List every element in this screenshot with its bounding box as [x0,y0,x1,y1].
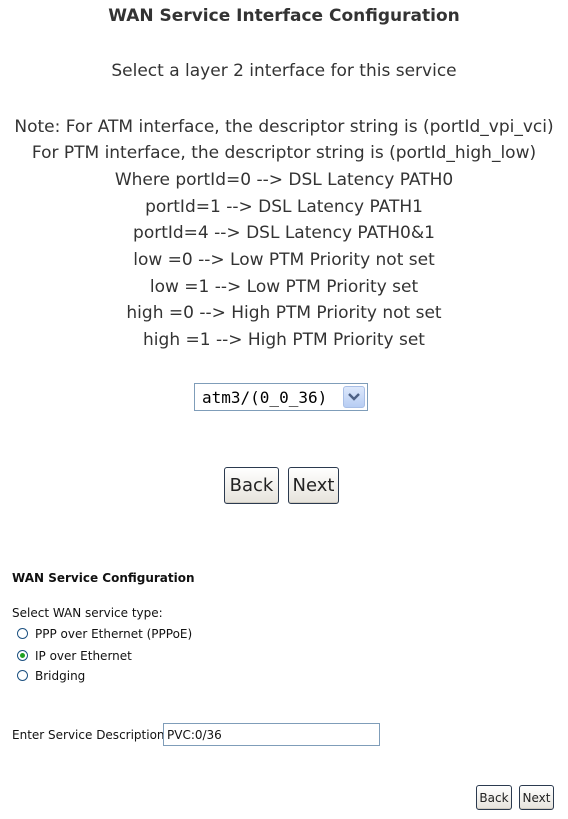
service-heading: WAN Service Configuration [12,571,195,585]
note-line: low =1 --> Low PTM Priority set [149,277,419,297]
service-type-label: Select WAN service type: [12,606,163,620]
note-line: For PTM interface, the descriptor string… [31,143,537,163]
note-line: low =0 --> Low PTM Priority not set [133,250,435,270]
note-line: Note: For ATM interface, the descriptor … [14,117,554,137]
page-subtitle: Select a layer 2 interface for this serv… [111,61,457,81]
next-button-bottom[interactable]: Next [519,785,554,810]
radio-pppoe[interactable] [17,628,28,639]
interface-select-value: atm3/(0_0_36) [202,387,328,407]
back-button[interactable]: Back [224,467,279,504]
radio-bridging-label[interactable]: Bridging [35,669,86,683]
radio-bridging[interactable] [17,670,28,681]
radio-pppoe-label[interactable]: PPP over Ethernet (PPPoE) [35,627,193,641]
next-button[interactable]: Next [288,467,339,504]
chevron-down-icon[interactable] [343,386,365,408]
page-title: WAN Service Interface Configuration [108,6,460,26]
radio-ipoe[interactable] [17,650,28,661]
note-line: high =1 --> High PTM Priority set [143,330,425,350]
back-button-bottom[interactable]: Back [476,785,512,810]
service-description-input[interactable]: PVC:0/36 [163,723,380,746]
note-line: Where portId=0 --> DSL Latency PATH0 [114,170,454,190]
note-line: high =0 --> High PTM Priority not set [126,303,442,323]
note-line: portId=1 --> DSL Latency PATH1 [145,197,423,217]
interface-select[interactable]: atm3/(0_0_36) [194,383,368,411]
note-line: portId=4 --> DSL Latency PATH0&1 [133,223,435,243]
service-description-label: Enter Service Description: [12,728,169,742]
radio-ipoe-label[interactable]: IP over Ethernet [35,649,132,663]
